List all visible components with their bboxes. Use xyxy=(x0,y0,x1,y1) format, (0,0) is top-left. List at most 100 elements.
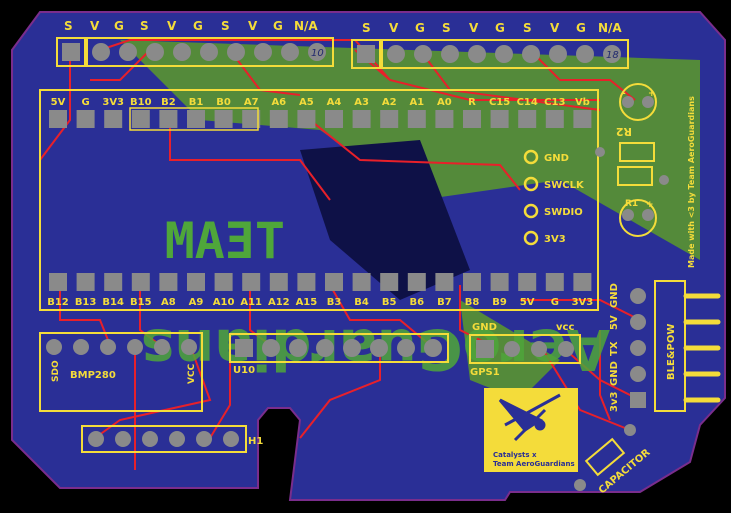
servo-left-pin xyxy=(173,43,191,61)
mcu-outline xyxy=(39,89,599,311)
c1-plus: + xyxy=(646,200,654,210)
mcu-top-label: C13 xyxy=(544,97,565,108)
mcu-bottom-pin xyxy=(545,273,564,291)
ble-label-gnd: GND xyxy=(609,283,620,308)
mcu-bottom-pin xyxy=(187,273,205,291)
capacitor-c1-pin xyxy=(622,209,634,221)
mcu-top-label: R xyxy=(468,97,476,108)
capacitor-outline xyxy=(584,437,626,477)
mcu-bottom-pin xyxy=(518,273,537,291)
mcu-bottom-label: B6 xyxy=(410,297,425,308)
mcu-bottom-label: B4 xyxy=(354,297,369,308)
servo-header-right-labels: S V G S V G S V G N/A xyxy=(362,21,622,35)
resistor-pad xyxy=(659,175,669,185)
gps-vcc-label: vcc xyxy=(556,322,574,333)
mcu-top-label: A0 xyxy=(437,97,452,108)
debug-pad-gnd xyxy=(523,149,539,165)
servo-right-label-8: V xyxy=(550,21,560,35)
mcu-top-pin xyxy=(490,110,509,128)
c2-minus: - xyxy=(622,89,626,99)
ble-label-3v3: 3v3 xyxy=(609,392,620,412)
mcu-top-label: Vb xyxy=(575,97,590,108)
mcu-bottom-label: B5 xyxy=(382,297,397,308)
mcu-top-pin xyxy=(187,110,205,128)
mcu-top-label: A6 xyxy=(271,97,286,108)
capacitor-c2-pin xyxy=(622,96,634,108)
badge-emblem-icon xyxy=(498,393,561,442)
catalysts-badge: Catalysts x Team AeroGuardians xyxy=(484,388,578,472)
servo-left-pin xyxy=(227,43,245,61)
servo-left-outline xyxy=(86,37,334,67)
servo-right-label-4: S xyxy=(442,21,451,35)
debug-pads: GND SWCLK SWDIO 3V3 xyxy=(523,149,585,246)
capacitor-c2-pin xyxy=(642,96,654,108)
servo-right-pin xyxy=(576,45,594,63)
debug-pad-swdio xyxy=(523,203,539,219)
gps-pin xyxy=(504,341,520,357)
servo-right-label-6: G xyxy=(495,21,505,35)
servo-left-pin xyxy=(254,43,272,61)
capacitor-pad xyxy=(574,479,586,491)
mcu-top-pins xyxy=(49,107,592,131)
servo-left-label-5: V xyxy=(167,19,177,33)
r2-outline xyxy=(619,142,655,162)
mcu-top-label: A1 xyxy=(409,97,424,108)
ble-label-tx: TX xyxy=(609,341,620,356)
bmp280-pin xyxy=(154,339,170,355)
servo-header-right: S V G S V G S V G N/A 18 xyxy=(351,21,629,69)
servo-right-pins xyxy=(357,45,621,63)
debug-label-gnd: GND xyxy=(544,153,569,164)
mcu-bottom-label: B15 xyxy=(130,297,152,308)
gps-pin xyxy=(476,340,494,358)
servo-right-pin xyxy=(441,45,459,63)
servo-right-pin xyxy=(549,45,567,63)
servo-left-pin1-outline xyxy=(56,37,86,67)
servo-left-pin xyxy=(308,43,326,61)
mcu-bottom-pin xyxy=(49,273,67,291)
debug-pad-3v3 xyxy=(523,230,539,246)
h1-pin xyxy=(115,431,131,447)
ble-label-gnd2: GND xyxy=(609,361,620,386)
servo-left-label-4: S xyxy=(140,19,149,33)
gps-pin xyxy=(558,341,574,357)
mcu-bottom-pin xyxy=(325,273,343,291)
mcu-bottom-pin xyxy=(490,273,509,291)
mcu-bottom-pin xyxy=(214,273,233,291)
bmp280-vcc-label: VCC xyxy=(187,363,197,384)
h1-pin xyxy=(196,431,212,447)
servo-header-left-labels: S V G S V G S V G N/A xyxy=(64,19,318,33)
ble-pin xyxy=(630,366,646,382)
servo-right-pin xyxy=(603,45,621,63)
mcu-top-pin xyxy=(463,110,481,128)
servo-left-label-1: S xyxy=(64,19,73,33)
mcu-bottom-label: A11 xyxy=(240,297,262,308)
bmp280-pin xyxy=(73,339,89,355)
mcu-bottom-label: 5V xyxy=(520,297,535,308)
h1-pin xyxy=(88,431,104,447)
badge-line1: Catalysts x xyxy=(493,451,537,459)
u10-module: U10 xyxy=(229,333,449,376)
mcu-top-pin xyxy=(518,110,537,128)
servo-left-label-9: G xyxy=(273,19,283,33)
r2-label: R2 xyxy=(616,125,632,138)
mcu-bottom-label: B13 xyxy=(75,297,97,308)
credit-text: Made with <3 by Team AeroGuardians xyxy=(687,96,696,268)
servo-right-pin xyxy=(468,45,486,63)
mcu-bottom-pin xyxy=(131,273,150,291)
mcu-bottom-label: B9 xyxy=(492,297,507,308)
resistor-pad xyxy=(595,147,605,157)
mcu-bottom-pin xyxy=(104,273,123,291)
mcu-top-pin xyxy=(407,110,426,128)
bmp280-pin xyxy=(181,339,197,355)
u10-pin xyxy=(316,339,334,357)
mcu-bottom-pin xyxy=(159,273,178,291)
h1-pin xyxy=(223,431,239,447)
servo-right-pin xyxy=(414,45,432,63)
u10-outline xyxy=(229,333,449,363)
mcu-top-pin xyxy=(297,110,316,128)
gps-module: GND vcc GPS1 xyxy=(469,322,581,378)
mcu-bottom-label: 3V3 xyxy=(572,297,594,308)
mcu-top-label: B2 xyxy=(161,97,176,108)
bmp280-module: SDO VCC BMP280 xyxy=(39,332,203,412)
